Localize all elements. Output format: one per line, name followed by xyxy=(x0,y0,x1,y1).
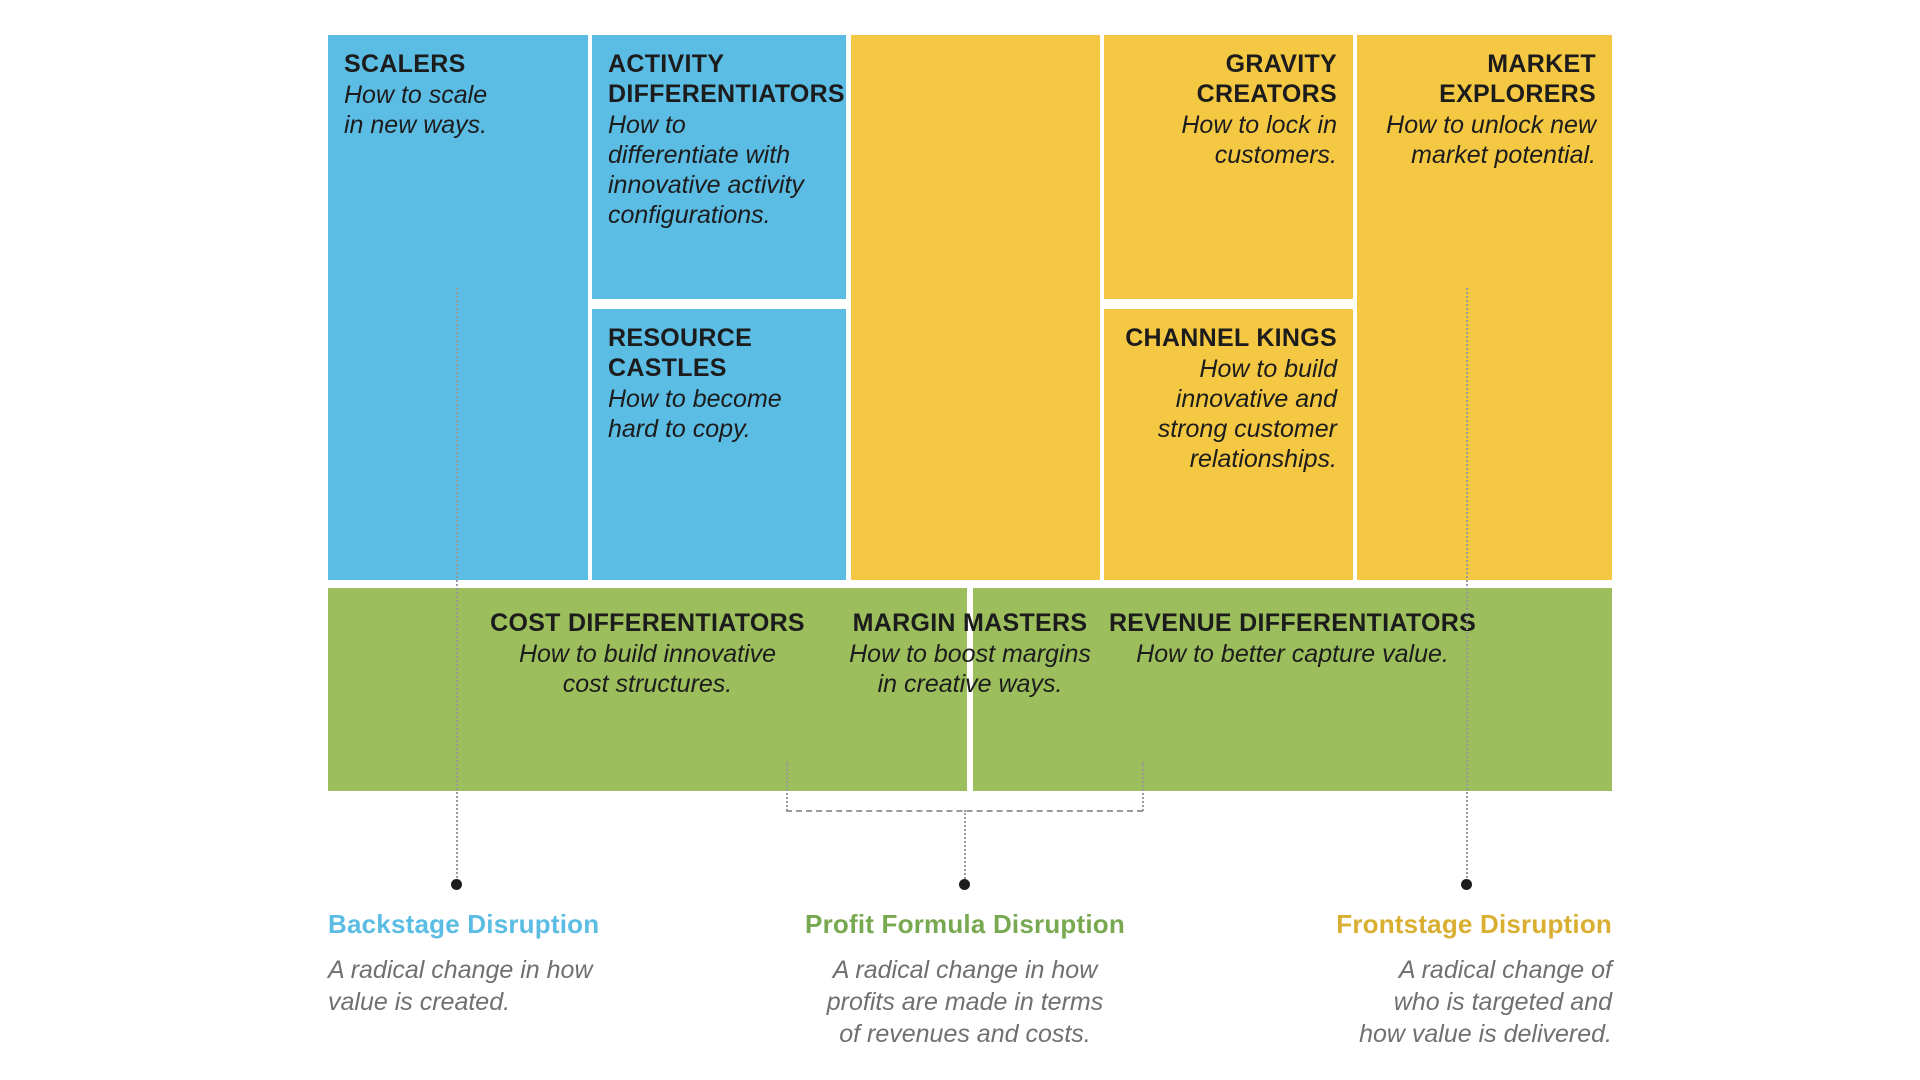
cell-title: SCALERS xyxy=(344,50,466,78)
cell-title: RESOURCE CASTLES xyxy=(608,324,753,382)
matrix-cell-resource-castles[interactable]: RESOURCE CASTLES How to become hard to c… xyxy=(592,309,846,580)
legend-item-frontstage-disruption[interactable]: Frontstage Disruption A radical change o… xyxy=(1287,908,1612,1050)
cell-title: ACTIVITY DIFFERENTIATORS xyxy=(608,50,845,108)
cell-title: CHANNEL KINGS xyxy=(1125,324,1337,352)
cell-subtitle: How to unlock new market potential. xyxy=(1386,111,1596,169)
connector-line-profit-right xyxy=(1142,762,1144,811)
matrix-cell-activity-differentiators[interactable]: ACTIVITY DIFFERENTIATORS How to differen… xyxy=(592,35,846,299)
matrix-cell-market-explorers[interactable]: MARKET EXPLORERS How to unlock new marke… xyxy=(1357,35,1612,580)
legend-title: Backstage Disruption xyxy=(328,909,600,939)
connector-dot-backstage xyxy=(451,879,462,890)
cell-title: GRAVITY CREATORS xyxy=(1196,50,1337,108)
connector-dot-frontstage xyxy=(1461,879,1472,890)
cell-subtitle: How to build innovative cost structures. xyxy=(518,640,777,698)
matrix-cell-revenue-differentiators[interactable]: REVENUE DIFFERENTIATORS How to better ca… xyxy=(973,588,1612,791)
legend-item-profit-formula-disruption[interactable]: Profit Formula Disruption A radical chan… xyxy=(790,908,1140,1050)
cell-subtitle: How to lock in customers. xyxy=(1181,111,1337,169)
matrix-cell-channel-kings[interactable]: CHANNEL KINGS How to build innovative an… xyxy=(1104,309,1353,580)
connector-dot-profit-formula xyxy=(959,879,970,890)
cell-title: COST DIFFERENTIATORS xyxy=(490,609,805,637)
cell-subtitle: How to build innovative and strong custo… xyxy=(1157,355,1337,473)
legend-description: A radical change in how value is created… xyxy=(328,956,593,1016)
legend-description: A radical change of who is targeted and … xyxy=(1359,956,1612,1048)
matrix-cell-margin-masters[interactable]: MARGIN MASTERS How to boost margins in c… xyxy=(770,608,1170,718)
connector-line-profit-left xyxy=(786,762,788,811)
legend-item-backstage-disruption[interactable]: Backstage Disruption A radical change in… xyxy=(328,908,658,1018)
cell-subtitle: How to boost margins in creative ways. xyxy=(849,640,1091,698)
cell-title: MARKET EXPLORERS xyxy=(1439,50,1596,108)
cell-title: REVENUE DIFFERENTIATORS xyxy=(1108,609,1477,637)
cell-subtitle: How to differentiate with innovative act… xyxy=(608,111,804,229)
connector-line-profit-stem xyxy=(964,810,966,882)
legend-description: A radical change in how profits are made… xyxy=(826,956,1104,1048)
matrix-cell-cost-differentiators[interactable]: COST DIFFERENTIATORS How to build innova… xyxy=(328,588,967,791)
matrix-cell-scalers[interactable]: SCALERS How to scale in new ways. xyxy=(328,35,588,580)
connector-line-frontstage xyxy=(1466,288,1468,882)
connector-line-backstage xyxy=(456,288,458,882)
cell-subtitle: How to scale in new ways. xyxy=(344,81,488,139)
cell-title: MARGIN MASTERS xyxy=(852,609,1088,637)
matrix-cell-frontstage-empty[interactable] xyxy=(851,35,1100,580)
legend-title: Frontstage Disruption xyxy=(1336,909,1612,939)
matrix-cell-gravity-creators[interactable]: GRAVITY CREATORS How to lock in customer… xyxy=(1104,35,1353,299)
cell-subtitle: How to become hard to copy. xyxy=(608,385,782,443)
legend-title: Profit Formula Disruption xyxy=(805,909,1125,939)
cell-subtitle: How to better capture value. xyxy=(1136,640,1449,668)
